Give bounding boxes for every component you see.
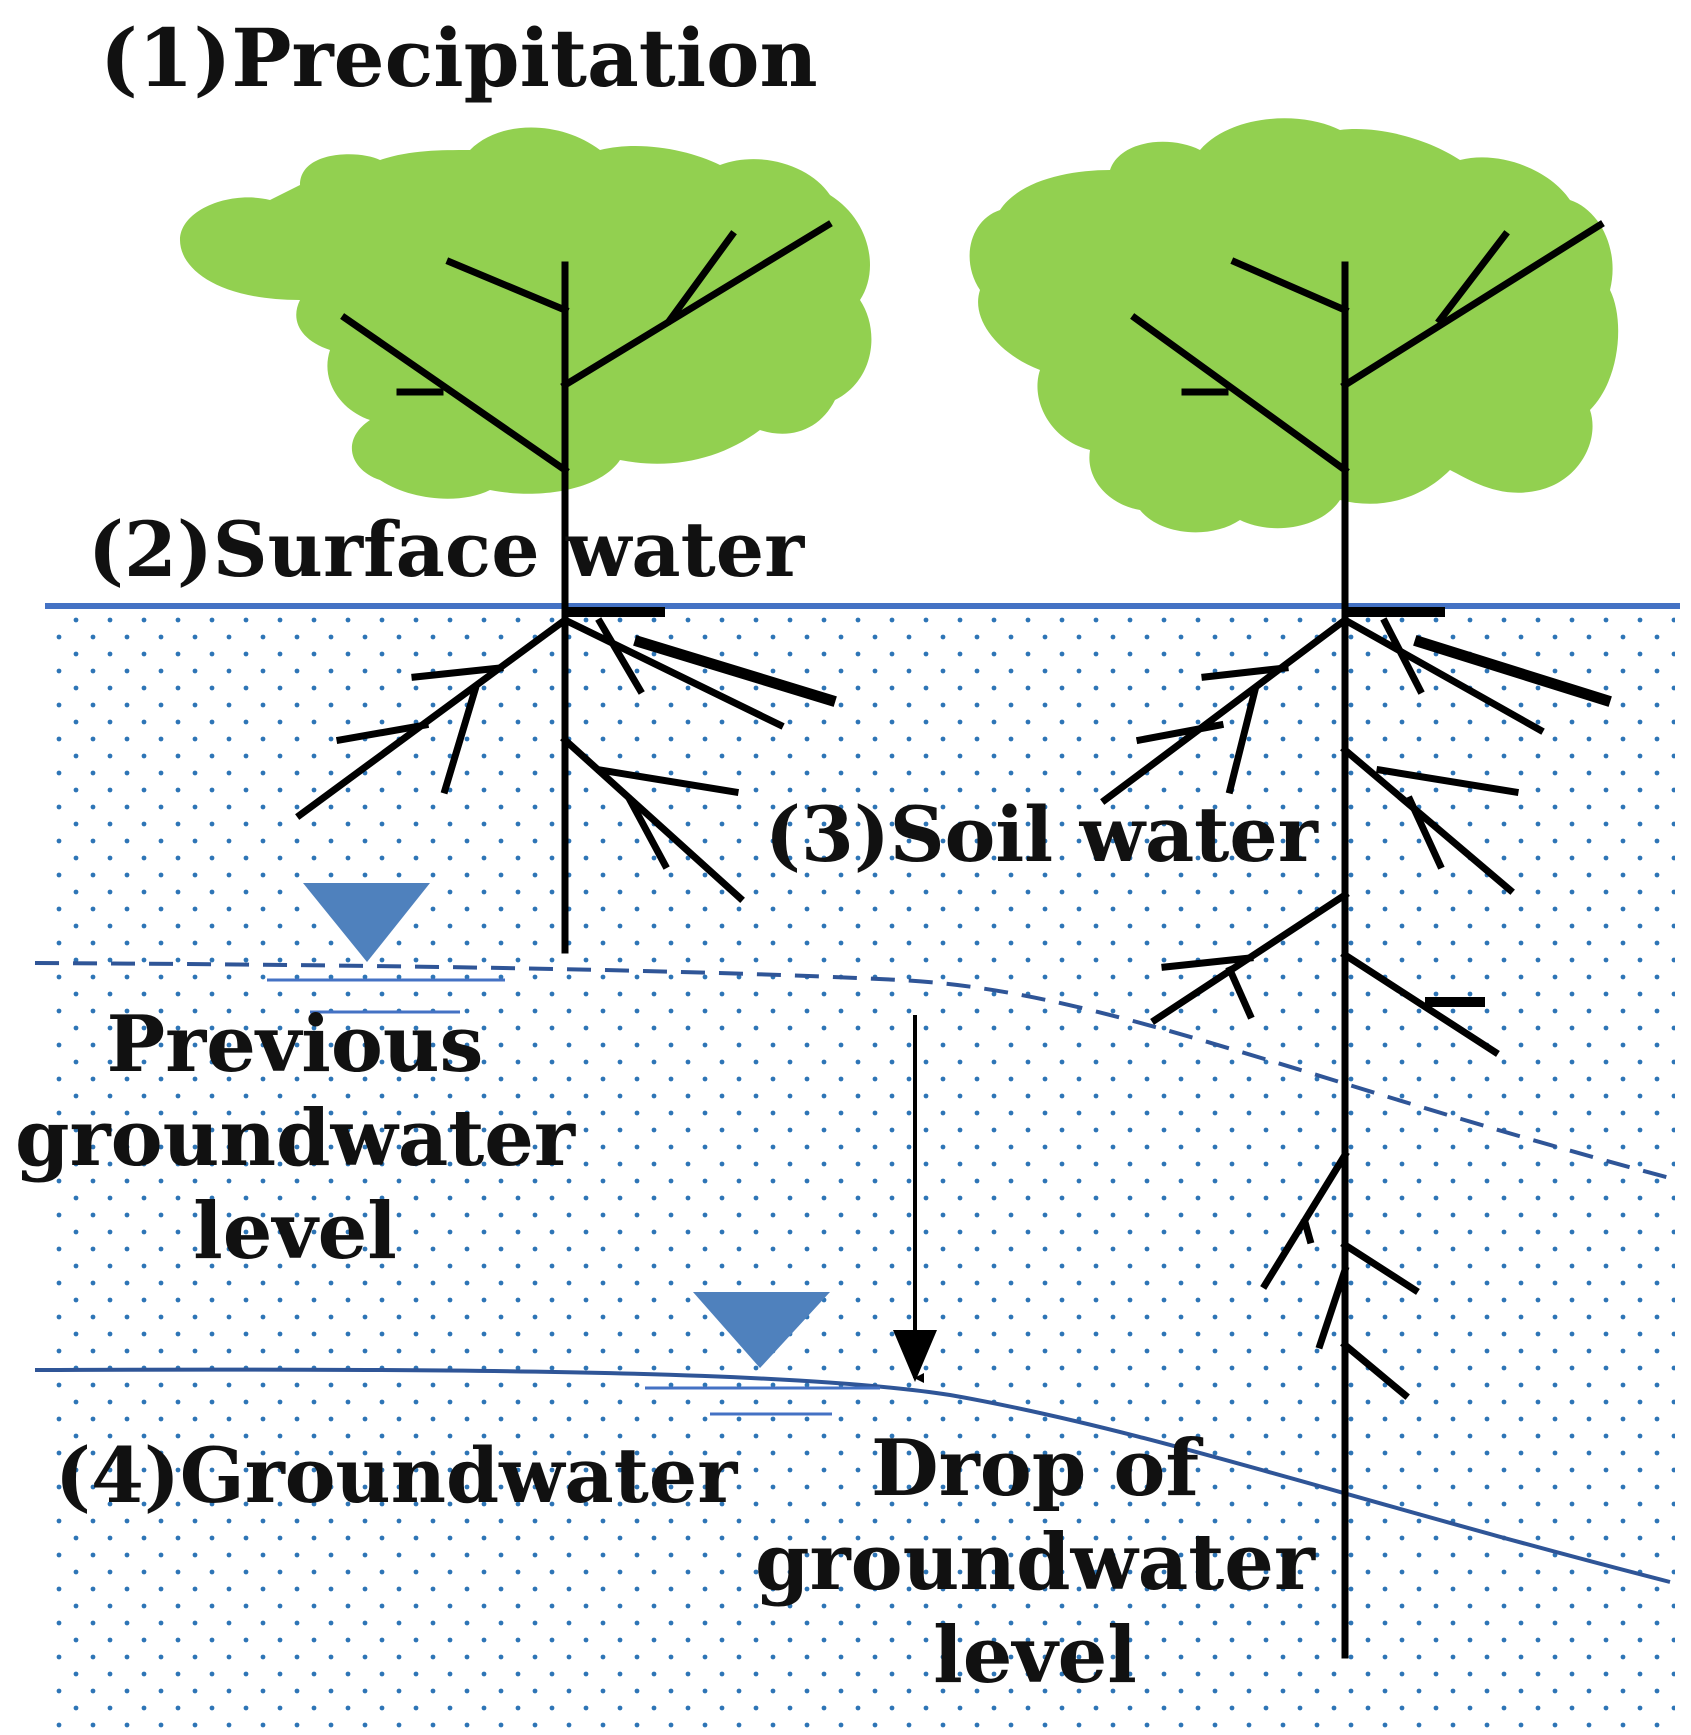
drop-level-label: Drop of groundwater level xyxy=(745,1422,1325,1703)
previous-level-marker xyxy=(267,883,505,1014)
previous-groundwater-line xyxy=(34,961,1671,1180)
drop-level-line3: level xyxy=(933,1610,1137,1702)
drop-arrow-head xyxy=(893,1330,937,1382)
tree-canopy-right xyxy=(969,118,1619,533)
drop-level-line2: groundwater xyxy=(754,1516,1316,1608)
groundwater-label: (4)Groundwater xyxy=(55,1431,738,1520)
groundwater-level-marker xyxy=(645,1292,880,1416)
tree-left-roots xyxy=(295,607,837,903)
tree-left-branches xyxy=(340,220,833,954)
soil-water-label: (3)Soil water xyxy=(765,790,1318,879)
previous-level-line1: Previous xyxy=(106,999,484,1090)
surface-water-label: (2)Surface water xyxy=(88,505,805,594)
tree-right-roots xyxy=(1100,607,1612,1400)
groundwater-level-line xyxy=(34,1367,1671,1584)
previous-level-line2: groundwater xyxy=(14,1092,576,1184)
tree-right-branches xyxy=(1130,220,1605,1659)
previous-level-label: Previous groundwater level xyxy=(0,998,590,1279)
drop-level-line1: Drop of xyxy=(870,1423,1200,1514)
precipitation-label: (1)Precipitation xyxy=(100,11,818,105)
previous-level-line3: level xyxy=(193,1186,397,1278)
tree-canopy-left xyxy=(180,127,872,499)
